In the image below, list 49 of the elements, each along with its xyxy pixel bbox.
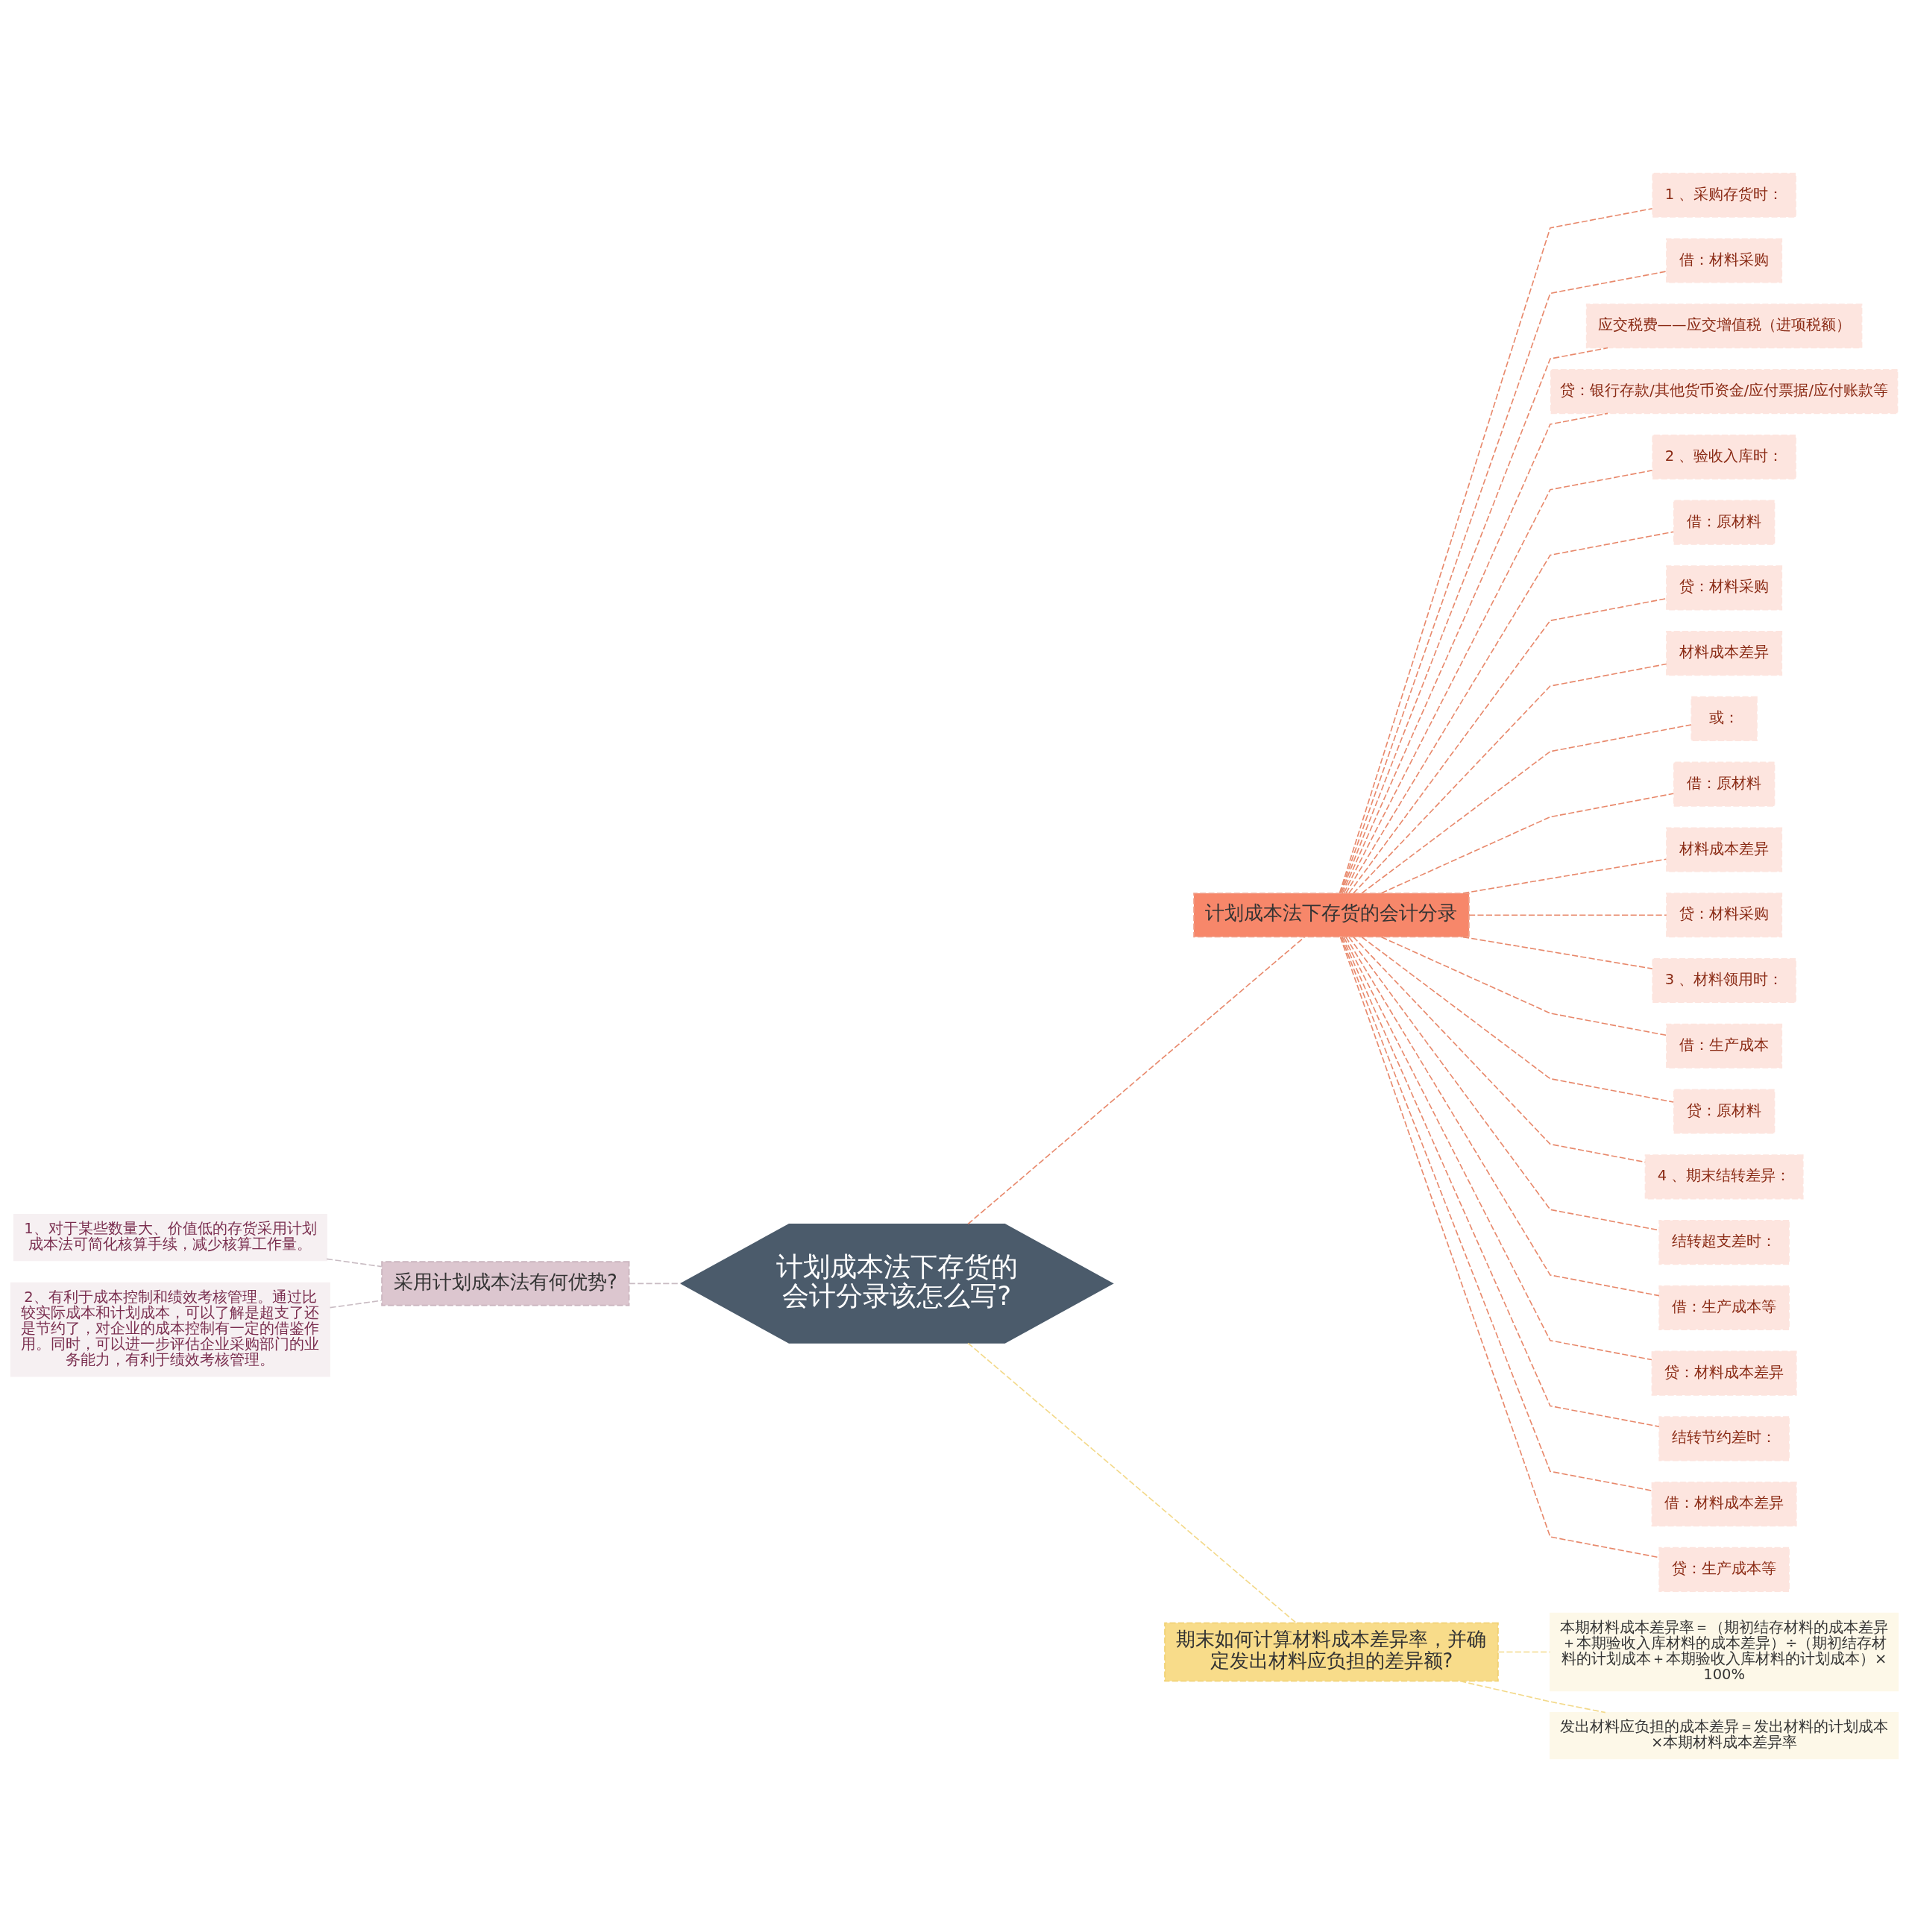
node-box: 材料成本差异 (1666, 827, 1783, 872)
connector (1380, 793, 1674, 894)
node-box: 贷：原材料 (1673, 1089, 1776, 1134)
connector (1380, 936, 1667, 1036)
node-box: 结转超支差时： (1658, 1220, 1790, 1265)
connector (1345, 936, 1660, 1297)
node-box: 借：生产成本等 (1658, 1285, 1790, 1330)
node-box: 贷：材料采购 (1666, 565, 1783, 611)
node-box: 或： (1691, 696, 1758, 741)
connector (1462, 858, 1667, 894)
connector (1343, 937, 1652, 1361)
connector (1462, 936, 1653, 969)
connector (1361, 937, 1674, 1103)
node-box: 借：生产成本 (1666, 1023, 1783, 1069)
node-box: 应交税费——应交增值税（进项税额） (1585, 303, 1863, 349)
node-box: 4 、期末结转差异： (1644, 1154, 1804, 1200)
connector (1361, 724, 1692, 894)
node-box: 采用计划成本法有何优势? (381, 1261, 630, 1306)
node-box: 1、对于某些数量大、价值低的存货采用计划成本法可简化核算手续，减少核算工作量。 (13, 1213, 327, 1262)
connector (1353, 663, 1667, 894)
node-box: 计划成本法下存货的会计分录 (1193, 893, 1470, 938)
node-box: 1 、采购存货时： (1652, 172, 1796, 218)
node-box: 2 、验收入库时： (1652, 434, 1796, 479)
connector (1459, 1680, 1606, 1714)
node-box: 2、有利于成本控制和绩效考核管理。通过比较实际成本和计划成本，可以了解是超支了还是节约了，对企业的成本控制有一定的借鉴作用。同时，可以进一步评估企业采购部门的业务能力，有利于绩效考核管理。 (10, 1282, 330, 1377)
node-box: 贷：生产成本等 (1658, 1546, 1790, 1592)
node-box: 结转节约差时： (1658, 1416, 1790, 1461)
connector (1343, 470, 1653, 894)
node-box: 借：材料采购 (1666, 238, 1783, 283)
node-box: 贷：材料采购 (1666, 893, 1783, 938)
node-box: 3 、材料领用时： (1652, 957, 1796, 1004)
node-box: 借：材料成本差异 (1651, 1482, 1797, 1527)
node-box: 本期材料成本差异率＝（期初结存材料的成本差异＋本期验收入库材料的成本差异）÷（期初结存材料的计划成本＋本期验收入库材料的计划成本）×100% (1550, 1612, 1899, 1692)
node-box: 期末如何计算材料成本差异率，并确定发出材料应负担的差异额? (1164, 1622, 1499, 1682)
connector (1348, 597, 1667, 894)
node-box: 材料成本差异 (1666, 631, 1783, 676)
connector (628, 1283, 682, 1285)
connector (326, 1258, 383, 1268)
connector (967, 1342, 1297, 1623)
connector (1468, 914, 1667, 916)
connector (1497, 1651, 1551, 1653)
node-box: 贷：银行存款/其他货币资金/应付票据/应付账款等 (1550, 369, 1899, 415)
node-box: 借：原材料 (1673, 761, 1776, 807)
node-box: 借：原材料 (1673, 500, 1776, 545)
connector (967, 936, 1306, 1225)
node-box: 发出材料应负担的成本差异＝发出材料的计划成本×本期材料成本差异率 (1550, 1711, 1899, 1760)
connector (1345, 531, 1674, 894)
connector (329, 1300, 383, 1309)
node-box: 贷：材料成本差异 (1651, 1350, 1797, 1396)
